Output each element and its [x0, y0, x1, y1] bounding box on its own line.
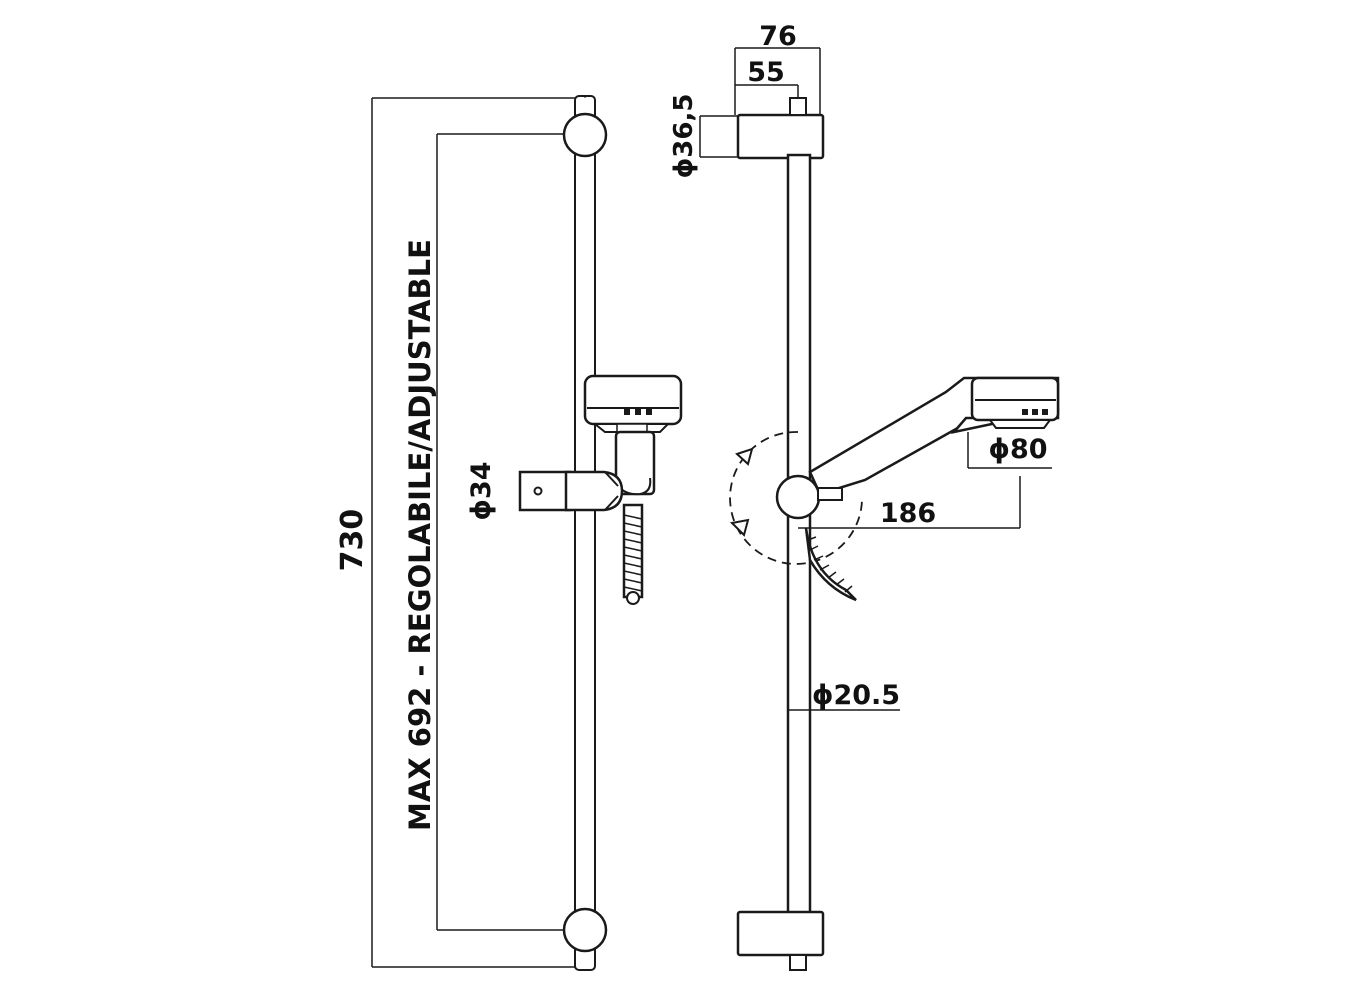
- bar-diameter-label: ϕ20.5: [812, 680, 900, 711]
- bar-diameter-dimension: ϕ20.5: [788, 680, 900, 711]
- slider-diameter-label: ϕ34: [466, 461, 497, 520]
- overall-length-label: 730: [335, 509, 370, 572]
- adjustable-travel-dimension: MAX 692 - REGOLABILE/ADJUSTABLE: [403, 133, 568, 931]
- overall-length-dimension: 730: [335, 97, 585, 968]
- front-view: 730 MAX 692 - REGOLABILE/ADJUSTABLE: [335, 95, 683, 971]
- side-top-bracket: ϕ36,5: [669, 94, 825, 179]
- bracket-diameter-label: ϕ36,5: [669, 94, 699, 179]
- top-wall-bracket: [562, 112, 608, 158]
- front-riser-bar: [574, 95, 596, 971]
- slider: ϕ34: [466, 461, 624, 521]
- handshower-dimensions: ϕ80 186: [798, 432, 1052, 529]
- adjustable-travel-label: MAX 692 - REGOLABILE/ADJUSTABLE: [403, 239, 437, 831]
- front-hose: [622, 503, 644, 605]
- depth-total-label: 76: [759, 21, 797, 52]
- side-holder-knuckle: [775, 474, 843, 520]
- handshower-reach-label: 186: [880, 498, 936, 529]
- handshower-holder: [611, 430, 656, 496]
- depth-dimensions: 76 55: [734, 21, 821, 115]
- soap-dish: [583, 374, 683, 435]
- side-view: 76 55 ϕ36,5: [669, 21, 1060, 971]
- rotation-indicator: [729, 431, 863, 565]
- depth-bracket-label: 55: [747, 57, 785, 88]
- side-hose: [804, 527, 857, 602]
- handshower-diameter-label: ϕ80: [988, 434, 1047, 465]
- bottom-wall-bracket: [562, 907, 608, 953]
- side-bottom-bracket: [736, 910, 825, 971]
